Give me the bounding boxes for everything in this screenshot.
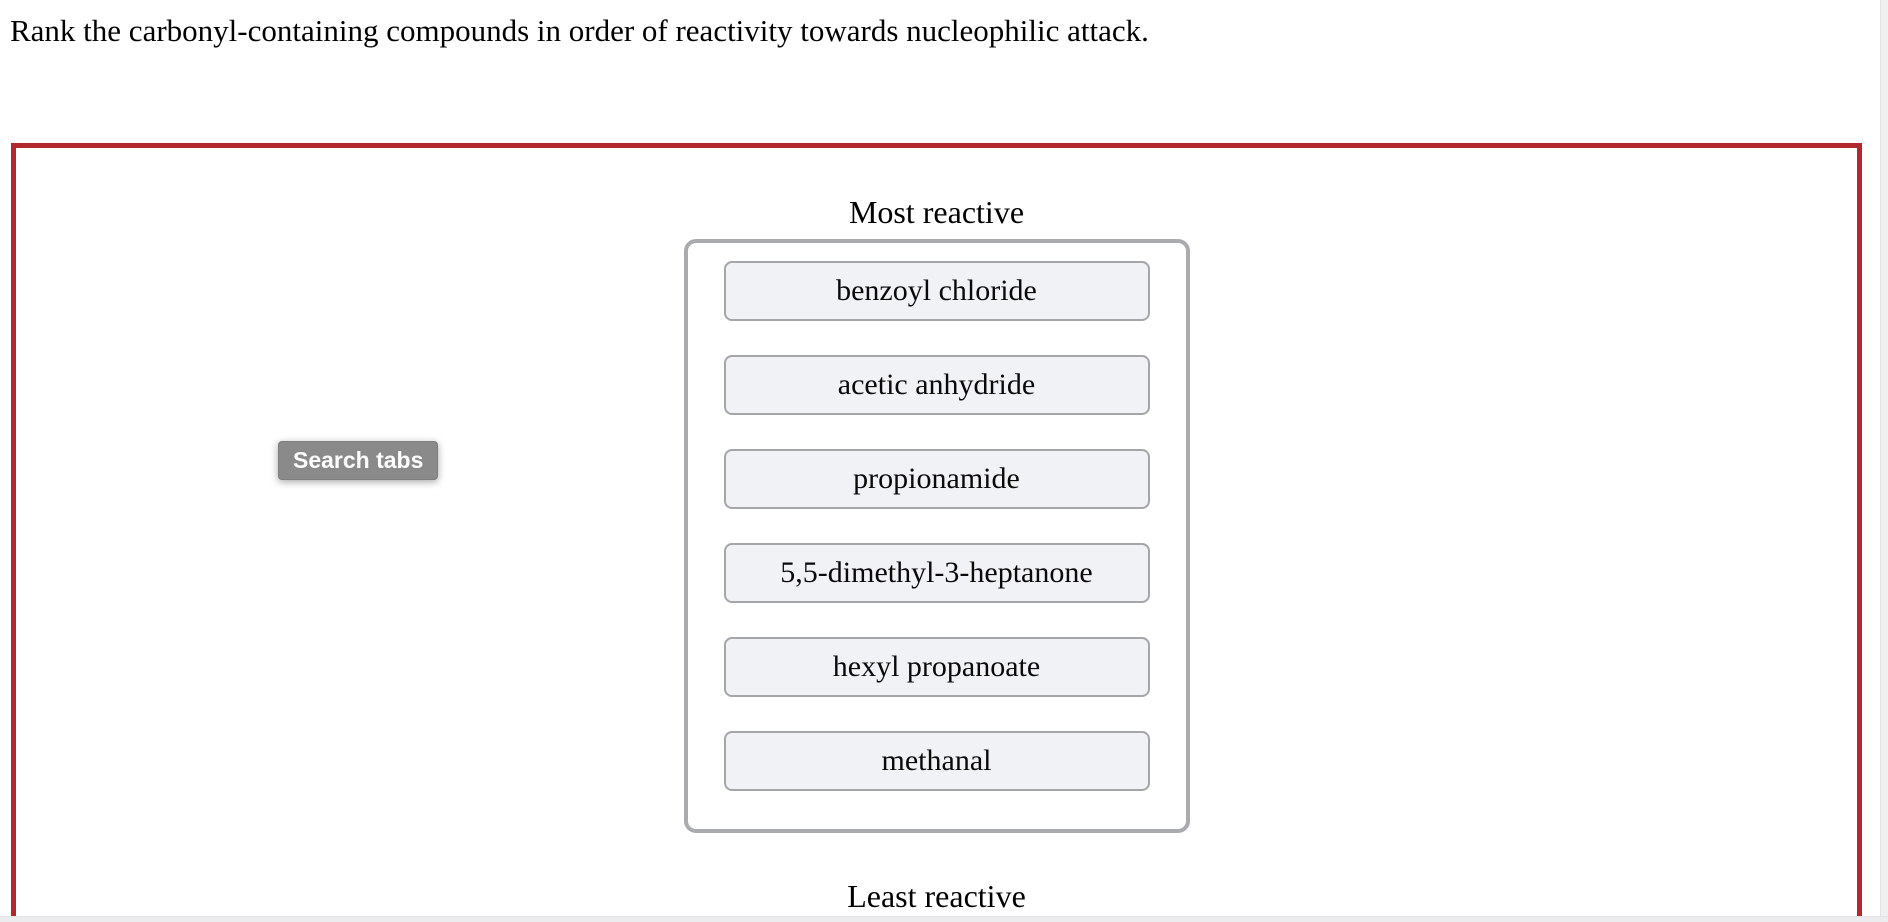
most-reactive-label: Most reactive	[848, 194, 1025, 230]
answer-frame: Most reactive benzoyl chloride acetic an…	[11, 143, 1862, 922]
rank-item-6[interactable]: methanal	[723, 731, 1150, 791]
rank-item-1[interactable]: benzoyl chloride	[723, 261, 1150, 321]
vertical-scrollbar[interactable]	[1880, 0, 1888, 922]
horizontal-scrollbar[interactable]	[0, 916, 1888, 922]
rank-item-3[interactable]: propionamide	[723, 449, 1150, 509]
rank-item-5[interactable]: hexyl propanoate	[723, 637, 1150, 697]
rank-item-2[interactable]: acetic anhydride	[723, 355, 1150, 415]
least-reactive-label: Least reactive	[847, 878, 1026, 914]
question-text: Rank the carbonyl-containing compounds i…	[10, 13, 1149, 48]
rank-drop-area: benzoyl chloride acetic anhydride propio…	[683, 239, 1190, 833]
rank-item-4[interactable]: 5,5-dimethyl-3-heptanone	[723, 543, 1150, 603]
search-tabs-tooltip: Search tabs	[278, 441, 439, 480]
